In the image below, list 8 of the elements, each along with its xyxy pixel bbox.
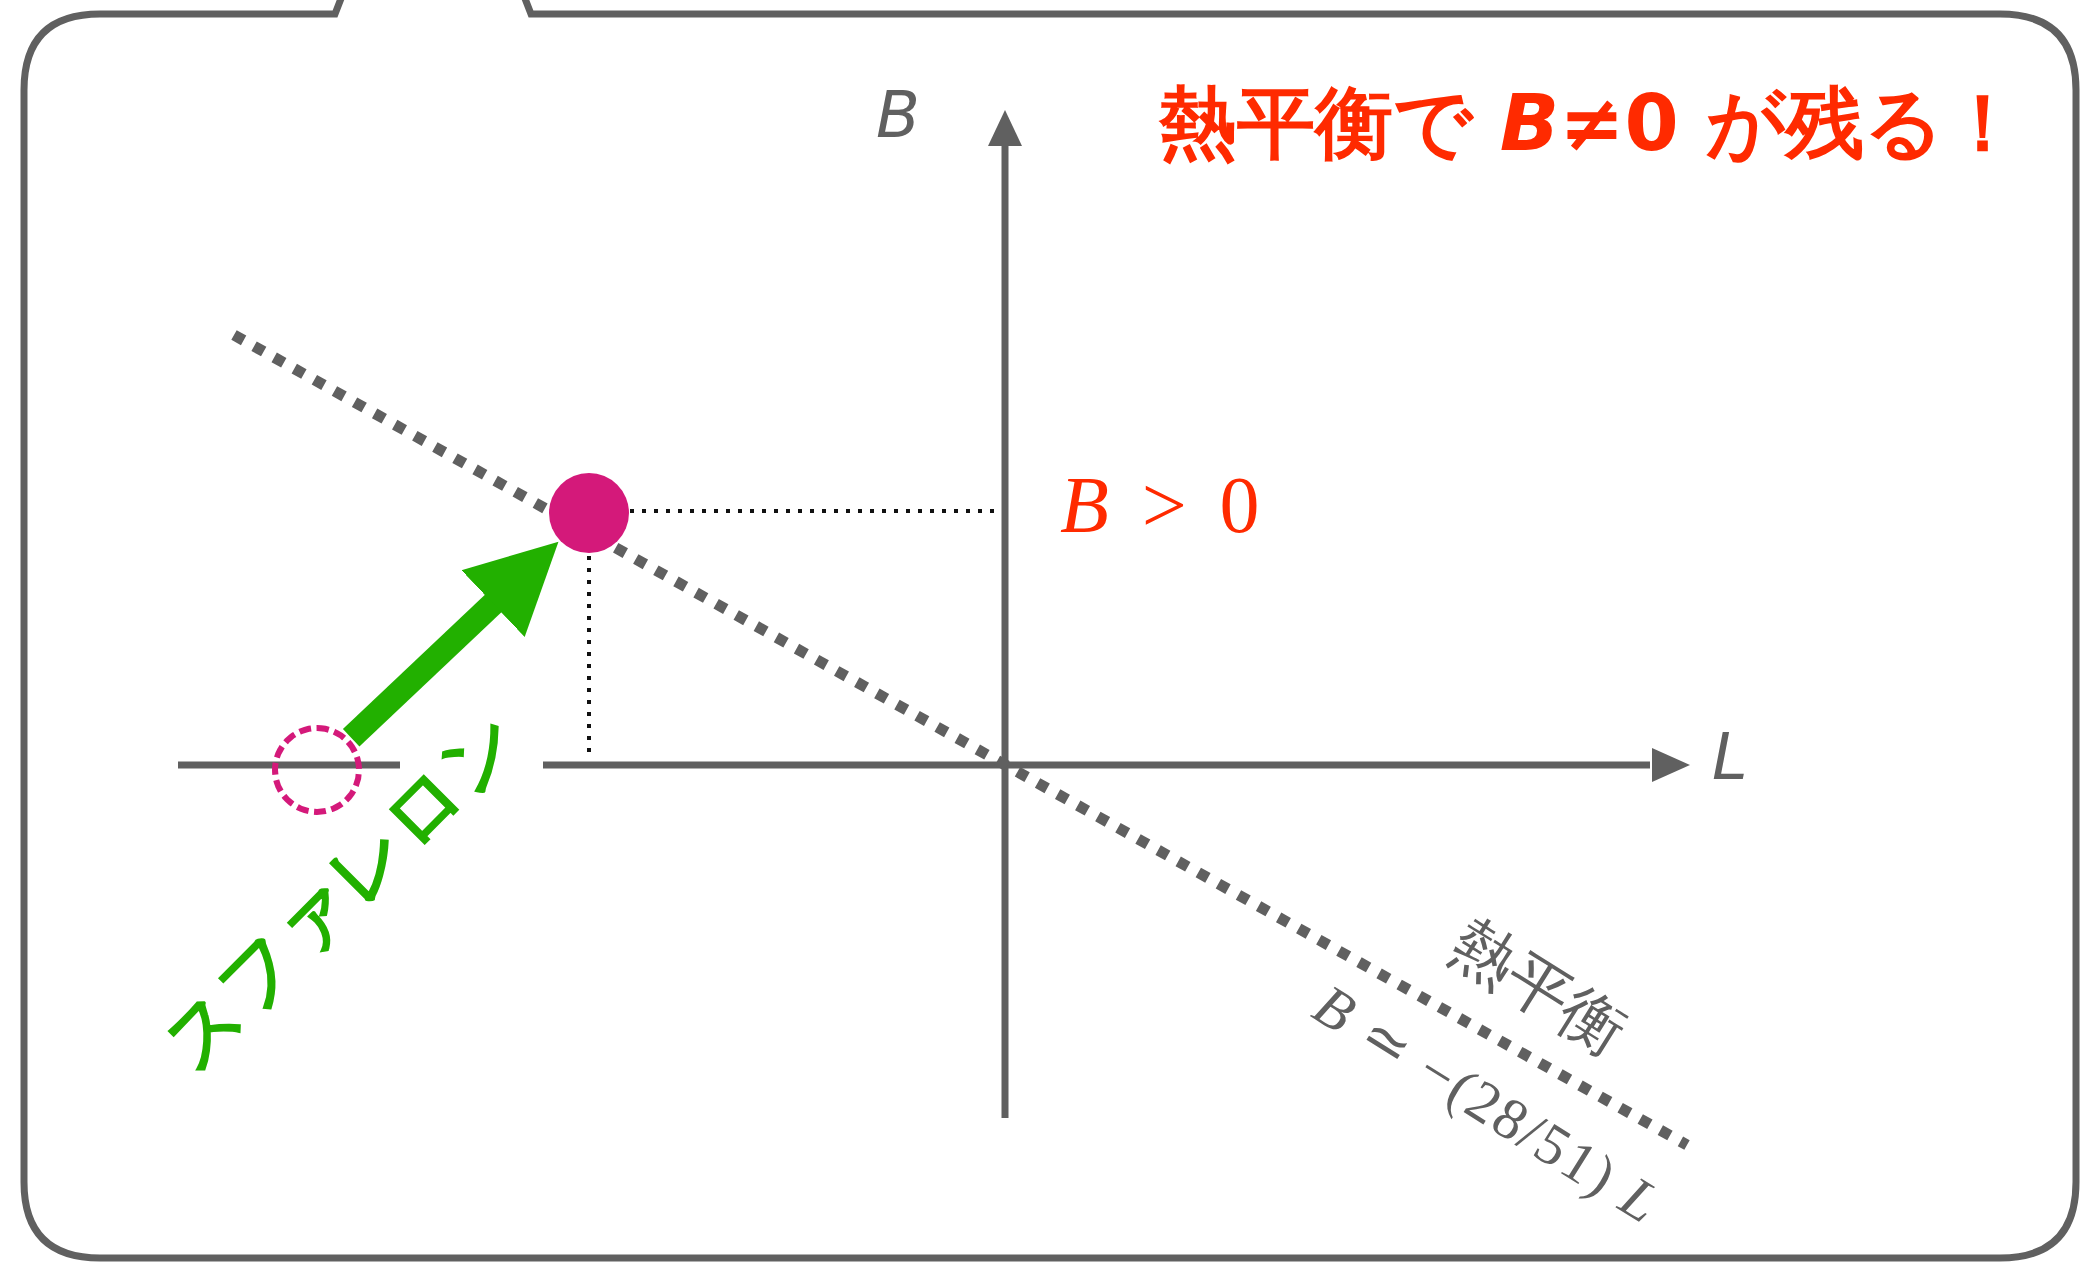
axis-label: L (1712, 720, 1748, 794)
edge-label: スファレロン (142, 691, 539, 1089)
title: 熱平衡で B≠0 が残る！ (1158, 77, 2022, 170)
curve-label: 熱平衡 (1437, 904, 1641, 1070)
initial-state-circle (272, 725, 362, 815)
arrow (342, 541, 559, 747)
value-label: B > 0 (1060, 460, 1266, 551)
axis-label: B (876, 78, 920, 152)
